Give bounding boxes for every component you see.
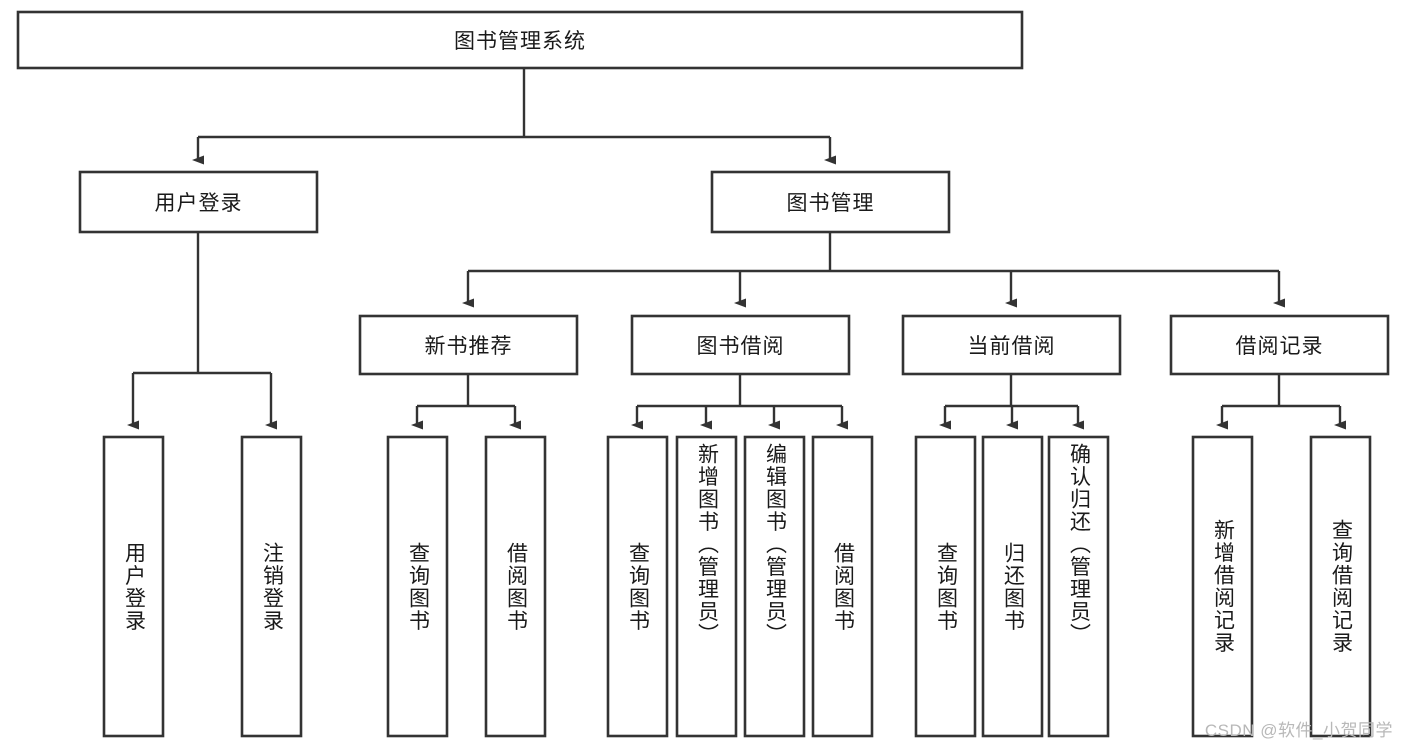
- leaf-box-new-book-1[interactable]: [484, 435, 547, 738]
- leaf-box-current-borrow-1[interactable]: [981, 435, 1044, 738]
- node-new-book-box[interactable]: [358, 314, 579, 376]
- node-book-borrow-box[interactable]: [630, 314, 851, 376]
- leaf-box-book-borrow-1[interactable]: [675, 435, 738, 738]
- leaf-box-user-login-1[interactable]: [240, 435, 303, 738]
- leaf-box-user-login-0[interactable]: [102, 435, 165, 738]
- leaf-box-book-borrow-3[interactable]: [811, 435, 874, 738]
- leaf-box-current-borrow-2[interactable]: [1047, 435, 1110, 738]
- node-user-login-box[interactable]: [78, 170, 319, 234]
- leaf-box-current-borrow-0[interactable]: [914, 435, 977, 738]
- watermark-text: CSDN @软件_小贺同学: [1204, 721, 1393, 740]
- node-book-manage-box[interactable]: [710, 170, 951, 234]
- leaf-box-new-book-0[interactable]: [386, 435, 449, 738]
- leaf-box-book-borrow-0[interactable]: [606, 435, 669, 738]
- node-current-borrow-box[interactable]: [901, 314, 1122, 376]
- leaf-box-borrow-record-0[interactable]: [1191, 435, 1254, 738]
- leaf-box-book-borrow-2[interactable]: [743, 435, 806, 738]
- node-root-box[interactable]: [16, 10, 1024, 70]
- leaf-box-borrow-record-1[interactable]: [1309, 435, 1372, 738]
- node-borrow-record-box[interactable]: [1169, 314, 1390, 376]
